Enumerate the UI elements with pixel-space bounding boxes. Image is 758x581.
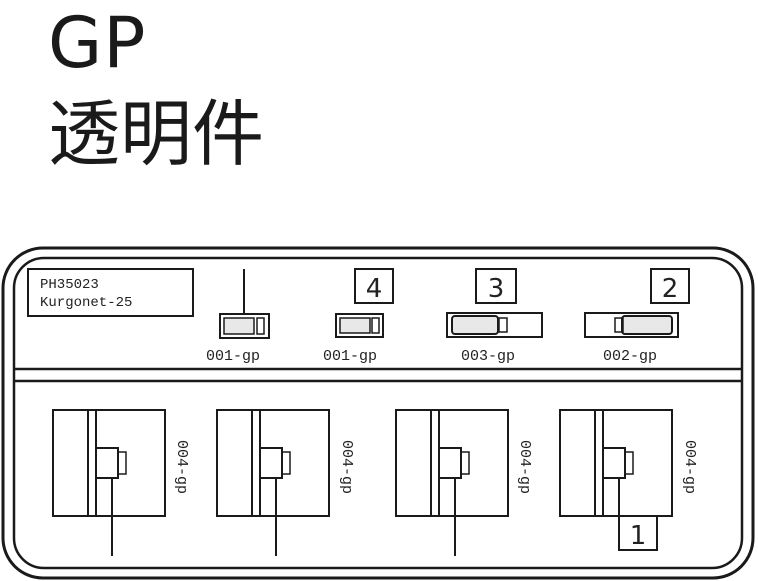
top-part-number-3: 3	[488, 274, 505, 304]
top-part-3: 3 003-gp	[446, 268, 543, 365]
top-part-code-3: 003-gp	[461, 348, 515, 365]
top-part-2: 4 001-gp	[323, 268, 394, 365]
top-part-number-4: 4	[366, 274, 383, 304]
bottom-part-3: 004-gp	[395, 409, 533, 556]
top-part-4: 2 002-gp	[584, 268, 690, 365]
bottom-part-number-1: 1	[630, 521, 647, 551]
top-part-code-4: 002-gp	[603, 348, 657, 365]
bottom-number-box	[618, 515, 658, 551]
bottom-part-4: 004-gp 1	[559, 409, 698, 551]
label-box	[27, 268, 194, 317]
bottom-part-code-2: 004-gp	[338, 440, 355, 494]
top-part-1: 001-gp	[206, 269, 270, 365]
top-part-code-2: 001-gp	[323, 348, 377, 365]
bottom-part-2: 004-gp	[216, 409, 355, 556]
bottom-part-code-1: 004-gp	[173, 440, 190, 494]
top-part-code-1: 001-gp	[206, 348, 260, 365]
sprue-inner-frame	[12, 256, 744, 570]
label-box-line2: Kurgonet-25	[40, 295, 132, 311]
sprue-outer-frame	[1, 246, 755, 580]
label-box-line1: PH35023	[40, 277, 99, 293]
bottom-part-code-3: 004-gp	[516, 440, 533, 494]
page-title: GP	[48, 2, 147, 84]
top-part-number-2: 2	[662, 274, 679, 304]
bottom-part-1: 004-gp	[52, 409, 190, 556]
bottom-part-code-4: 004-gp	[681, 440, 698, 494]
page-subtitle: 透明件	[48, 92, 265, 176]
